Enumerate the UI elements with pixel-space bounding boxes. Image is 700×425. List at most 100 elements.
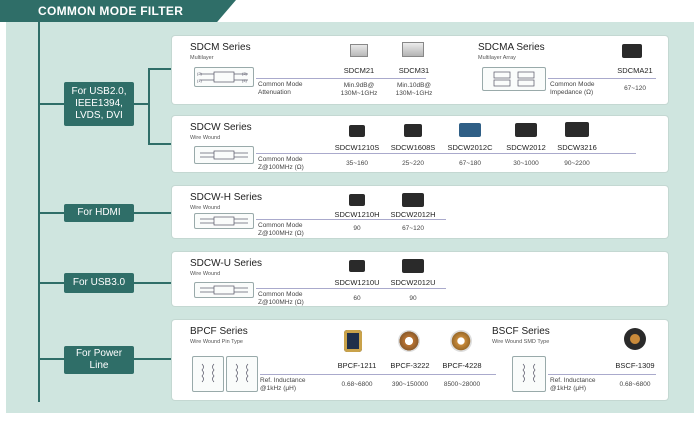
bscf-circuit-diagram bbox=[512, 356, 546, 392]
sdcwh-row-label: Common Mode Z@100MHz (Ω) bbox=[258, 222, 304, 237]
sdcm-circuit-diagram: (2)(1)(3)(4) bbox=[194, 67, 254, 87]
branch-power bbox=[38, 358, 64, 360]
bpcf1211-value: 0.68~6800 bbox=[341, 381, 373, 388]
sdcw1210h-value: 90 bbox=[353, 225, 361, 232]
sdcw3216-part-number: SDCW3216 bbox=[557, 143, 597, 152]
category-usb2-label: For USB2.0, IEEE1394, LVDS, DVI bbox=[71, 86, 127, 121]
page-title: COMMON MODE FILTER bbox=[38, 4, 184, 18]
sdcw1210h-part-number: SDCW1210H bbox=[334, 210, 380, 219]
category-usb2: For USB2.0, IEEE1394, LVDS, DVI bbox=[64, 82, 134, 126]
header-banner: COMMON MODE FILTER bbox=[0, 0, 236, 22]
sdcw2012h-value: 67~120 bbox=[402, 225, 424, 232]
sdcma21-part-number: SDCMA21 bbox=[617, 66, 653, 75]
sdcw2012h-part-number: SDCW2012H bbox=[390, 210, 436, 219]
category-hdmi-label: For HDMI bbox=[77, 207, 121, 218]
sdcw-divider bbox=[256, 153, 636, 154]
sdcw1608s-image bbox=[404, 124, 422, 137]
sdcw2012c-image bbox=[459, 123, 481, 137]
sdcw2012-image bbox=[515, 123, 537, 137]
category-power-label: For Power Line bbox=[75, 348, 123, 371]
sdcwu-subtitle: Wire Wound bbox=[190, 271, 221, 277]
sdcma-row-label: Common Mode Impedance (Ω) bbox=[550, 81, 595, 96]
sdcw2012u-part-number: SDCW2012U bbox=[390, 278, 436, 287]
branch-hdmi bbox=[38, 212, 64, 214]
sdcw-subtitle: Wire Wound bbox=[190, 135, 221, 141]
category-power: For Power Line bbox=[64, 346, 134, 374]
connector-power bbox=[134, 358, 172, 360]
sdcw1210u-part-number: SDCW1210U bbox=[334, 278, 380, 287]
sdcwu-row-label: Common Mode Z@100MHz (Ω) bbox=[258, 291, 304, 306]
bpcf-circuit-diagram-2 bbox=[226, 356, 258, 392]
sdcm21-image bbox=[350, 44, 368, 57]
sdcwu-divider bbox=[256, 288, 446, 289]
bscf-subtitle: Wire Wound SMD Type bbox=[492, 339, 550, 345]
sdcw-title: SDCW Series bbox=[190, 122, 252, 133]
card-sdcw-h: SDCW-H Series Wire Wound Common Mode Z@1… bbox=[172, 186, 668, 238]
svg-text:(1): (1) bbox=[197, 78, 203, 83]
branch-usb3 bbox=[38, 282, 64, 284]
bscf1309-part-number: BSCF-1309 bbox=[615, 361, 655, 370]
bpcf3222-image bbox=[398, 330, 420, 352]
sdcwh-subtitle: Wire Wound bbox=[190, 205, 221, 211]
bscf-row-label: Ref. Inductance @1kHz (μH) bbox=[550, 377, 596, 392]
sdcwu-circuit-diagram bbox=[194, 282, 254, 298]
sdcw2012-part-number: SDCW2012 bbox=[506, 143, 546, 152]
sdcw1210s-image bbox=[349, 125, 365, 137]
sdcma-divider bbox=[548, 78, 656, 79]
connector-usb2-vertical bbox=[148, 68, 150, 144]
branch-usb2 bbox=[38, 103, 64, 105]
sdcw1608s-value: 25~220 bbox=[402, 160, 424, 167]
bscf-divider bbox=[548, 374, 656, 375]
sdcm-divider bbox=[256, 78, 426, 79]
sdcma-subtitle: Multilayer Array bbox=[478, 55, 516, 61]
sdcw1210u-value: 60 bbox=[353, 295, 361, 302]
category-usb3: For USB3.0 bbox=[64, 273, 134, 293]
bpcf3222-value: 390~150000 bbox=[391, 381, 429, 388]
bpcf1211-image bbox=[344, 330, 362, 352]
sdcw2012-value: 30~1000 bbox=[513, 160, 539, 167]
bscf1309-image bbox=[624, 328, 646, 350]
sdcm-subtitle: Multilayer bbox=[190, 55, 214, 61]
bpcf-divider bbox=[260, 374, 496, 375]
sdcw-row-label: Common Mode Z@100MHz (Ω) bbox=[258, 156, 304, 171]
sdcwh-title: SDCW-H Series bbox=[190, 192, 263, 203]
sdcw2012c-part-number: SDCW2012C bbox=[447, 143, 493, 152]
sdcm21-value: Min.9dB@ 130M~1GHz bbox=[340, 82, 378, 97]
sdcma-title: SDCMA Series bbox=[478, 42, 545, 53]
sdcwh-circuit-diagram bbox=[194, 213, 254, 229]
sdcw2012u-value: 90 bbox=[409, 295, 417, 302]
sdcm31-image bbox=[402, 42, 424, 57]
bpcf4228-part-number: BPCF-4228 bbox=[442, 361, 482, 370]
connector-hdmi bbox=[134, 212, 172, 214]
sdcwh-divider bbox=[256, 219, 446, 220]
category-hdmi: For HDMI bbox=[64, 204, 134, 222]
sdcm31-value: Min.10dB@ 130M~1GHz bbox=[395, 82, 433, 97]
bpcf-row-label: Ref. Inductance @1kHz (μH) bbox=[260, 377, 306, 392]
bpcf3222-part-number: BPCF-3222 bbox=[390, 361, 430, 370]
card-sdcw: SDCW Series Wire Wound Common Mode Z@100… bbox=[172, 116, 668, 172]
bpcf-subtitle: Wire Wound Pin Type bbox=[190, 339, 243, 345]
bpcf4228-image bbox=[450, 330, 472, 352]
sdcwu-title: SDCW-U Series bbox=[190, 258, 263, 269]
sdcw1608s-part-number: SDCW1608S bbox=[390, 143, 436, 152]
sdcma-circuit-diagram bbox=[482, 67, 546, 91]
sdcw3216-value: 90~2200 bbox=[564, 160, 590, 167]
sdcm31-part-number: SDCM31 bbox=[398, 66, 430, 75]
sdcm21-part-number: SDCM21 bbox=[343, 66, 375, 75]
sdcma21-image bbox=[622, 44, 642, 58]
bpcf1211-part-number: BPCF-1211 bbox=[337, 361, 377, 370]
bscf1309-value: 0.68~6800 bbox=[619, 381, 651, 388]
bpcf4228-value: 8500~28000 bbox=[443, 381, 481, 388]
connector-sdcw bbox=[148, 143, 172, 145]
category-usb3-label: For USB3.0 bbox=[72, 277, 126, 288]
sdcw1210h-image bbox=[349, 194, 365, 206]
sdcw2012h-image bbox=[402, 193, 424, 207]
card-sdcw-u: SDCW-U Series Wire Wound Common Mode Z@1… bbox=[172, 252, 668, 306]
connector-sdcm bbox=[148, 68, 172, 70]
sdcw1210u-image bbox=[349, 260, 365, 272]
bpcf-title: BPCF Series bbox=[190, 326, 248, 337]
svg-text:(3): (3) bbox=[242, 71, 248, 76]
bpcf-circuit-diagram-1 bbox=[192, 356, 224, 392]
sdcw3216-image bbox=[565, 122, 589, 137]
card-bpcf: BPCF Series Wire Wound Pin Type Ref. Ind… bbox=[172, 320, 668, 400]
